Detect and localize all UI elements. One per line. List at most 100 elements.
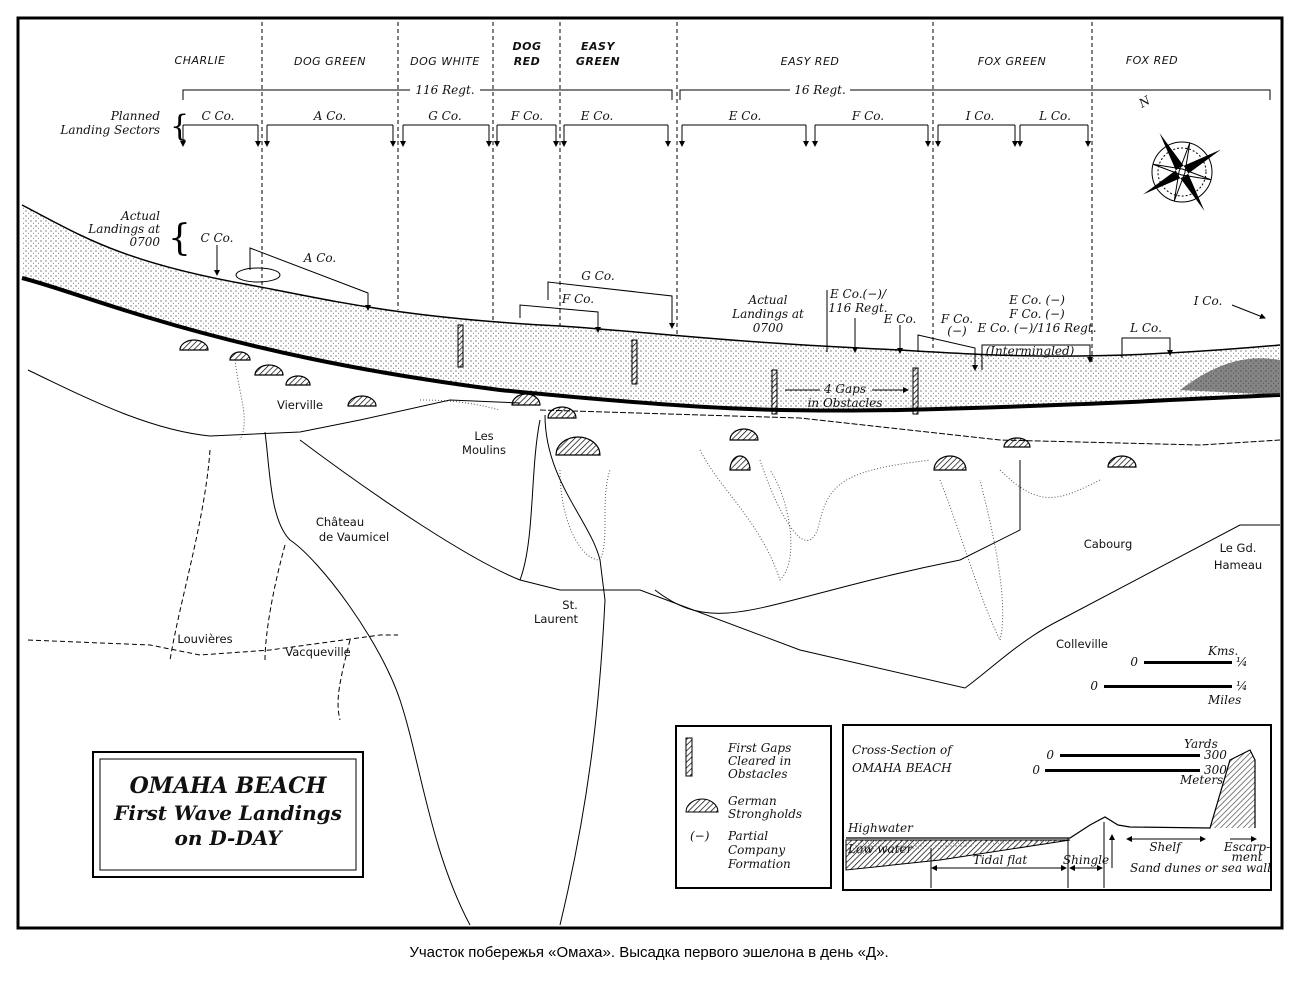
cs-lowwater: Low water bbox=[847, 842, 914, 856]
actual-mix-1: E Co. (−) bbox=[1008, 293, 1065, 307]
actual-a-co: A Co. bbox=[303, 251, 337, 265]
sector-dog-red-1: DOG bbox=[512, 40, 541, 53]
scale-miles-quarter: ¼ bbox=[1236, 679, 1248, 693]
town-les-moulins-2: Moulins bbox=[462, 443, 506, 457]
bluff-shading bbox=[1180, 358, 1280, 395]
cs-zero-meters: 0 bbox=[1032, 763, 1040, 777]
actual-e-co-116-2: 116 Regt. bbox=[828, 301, 887, 315]
legend-gaps-2: Cleared in bbox=[728, 754, 791, 768]
planned-l-co: L Co. bbox=[1038, 109, 1071, 123]
town-les-moulins-1: Les bbox=[474, 429, 493, 443]
actual-mix-3: E Co. (−)/116 Regt. bbox=[976, 321, 1096, 335]
gaps-label-1: 4 Gaps bbox=[823, 382, 866, 396]
regiment-116: 116 Regt. bbox=[415, 83, 474, 97]
cs-shingle: Shingle bbox=[1063, 853, 1109, 867]
actual-e-co-116-1: E Co.(−)/ bbox=[829, 287, 888, 301]
actual-f-co-partial-2: (−) bbox=[947, 324, 967, 338]
cs-yards: Yards bbox=[1184, 737, 1218, 751]
scale-zero: 0 bbox=[1130, 655, 1138, 669]
actual-e-co: E Co. bbox=[883, 312, 917, 326]
legend-box bbox=[675, 725, 832, 889]
cs-escarpment-2: ment bbox=[1231, 850, 1262, 864]
actual-l-co: L Co. bbox=[1129, 321, 1162, 335]
sector-dog-red-2: RED bbox=[514, 55, 541, 68]
town-vierville: Vierville bbox=[277, 398, 323, 412]
sector-fox-green: FOX GREEN bbox=[978, 55, 1047, 68]
actual-f-co-partial-1: F Co. bbox=[940, 312, 973, 326]
legend-strongholds-2: Strongholds bbox=[728, 807, 802, 821]
regiment-brackets bbox=[182, 89, 1271, 100]
cs-highwater: Highwater bbox=[847, 821, 914, 835]
actual-i-co: I Co. bbox=[1193, 294, 1223, 308]
sea-wall-line bbox=[21, 276, 1281, 413]
brace: { bbox=[170, 109, 189, 144]
scale-kms-quarter: ¼ bbox=[1236, 655, 1248, 669]
town-colleville: Colleville bbox=[1056, 637, 1108, 651]
beach-area bbox=[22, 205, 1280, 411]
cross-section-box bbox=[842, 724, 1272, 891]
town-louvieres: Louvières bbox=[177, 632, 232, 646]
title-sub: First Wave Landings bbox=[113, 801, 342, 825]
sector-easy-green-2: GREEN bbox=[576, 55, 620, 68]
actual-label2-1: Actual bbox=[748, 293, 788, 307]
sector-dividers bbox=[261, 22, 1093, 362]
legend-partial-symbol: (−) bbox=[690, 829, 710, 843]
cs-zero-yards: 0 bbox=[1046, 748, 1054, 762]
cross-section-title-1: Cross-Section of bbox=[852, 743, 954, 757]
sandbar bbox=[235, 267, 281, 283]
brace: { bbox=[168, 218, 191, 259]
town-cabourg: Cabourg bbox=[1084, 537, 1133, 551]
planned-f-co: F Co. bbox=[510, 109, 543, 123]
cs-shelf: Shelf bbox=[1149, 840, 1183, 854]
sector-charlie: CHARLIE bbox=[175, 54, 226, 67]
cs-tidal-flat: Tidal flat bbox=[973, 853, 1027, 867]
title-date: on D-DAY bbox=[174, 826, 283, 850]
title-main: OMAHA BEACH bbox=[130, 773, 328, 799]
legend-partial-3: Formation bbox=[727, 857, 791, 871]
planned-label-2: Landing Sectors bbox=[59, 123, 160, 137]
legend-partial-2: Company bbox=[728, 843, 785, 857]
legend-strongholds-1: German bbox=[728, 794, 777, 808]
cross-section-title-2: OMAHA BEACH bbox=[852, 761, 952, 775]
actual-label-1: Actual bbox=[120, 209, 160, 223]
waterline bbox=[21, 204, 1281, 357]
town-chateau-1: Château bbox=[316, 515, 364, 529]
sector-fox-red: FOX RED bbox=[1126, 54, 1178, 67]
sector-dog-green: DOG GREEN bbox=[294, 55, 366, 68]
town-chateau-2: de Vaumicel bbox=[319, 530, 389, 544]
compass-rose bbox=[1143, 133, 1221, 211]
town-hameau-2: Hameau bbox=[1214, 558, 1262, 572]
actual-c-co: C Co. bbox=[200, 231, 233, 245]
gaps-label-2: in Obstacles bbox=[808, 396, 883, 410]
scale-miles: Miles bbox=[1207, 693, 1241, 707]
scale-kms: Kms. bbox=[1207, 644, 1238, 658]
sector-easy-green-1: EASY bbox=[581, 40, 615, 53]
actual-f-co: F Co. bbox=[561, 292, 594, 306]
german-strongholds bbox=[179, 339, 1137, 471]
town-hameau-1: Le Gd. bbox=[1220, 541, 1257, 555]
planned-arrows bbox=[180, 125, 1091, 147]
town-st-laurent-1: St. bbox=[562, 598, 577, 612]
cs-max-meters: 300 bbox=[1204, 763, 1227, 777]
actual-arrows bbox=[214, 245, 1266, 371]
actual-label-3: 0700 bbox=[129, 235, 160, 249]
actual-g-co: G Co. bbox=[581, 269, 614, 283]
sector-dog-white: DOG WHITE bbox=[410, 55, 480, 68]
planned-c-co: C Co. bbox=[201, 109, 234, 123]
legend-gaps-3: Obstacles bbox=[728, 767, 787, 781]
actual-label2-2: Landings at bbox=[731, 307, 804, 321]
planned-f-co-16: F Co. bbox=[851, 109, 884, 123]
scale-zero-2: 0 bbox=[1090, 679, 1098, 693]
roads bbox=[27, 369, 1281, 926]
gap-markers bbox=[457, 324, 919, 415]
figure-caption: Участок побережья «Омаха». Высадка перво… bbox=[409, 944, 889, 961]
cs-max-yards: 300 bbox=[1204, 748, 1227, 762]
cs-meters: Meters bbox=[1179, 773, 1223, 787]
cs-escarpment-1: Escarp- bbox=[1223, 840, 1270, 854]
sector-easy-red: EASY RED bbox=[781, 55, 840, 68]
compass-north: N bbox=[1136, 93, 1153, 111]
town-st-laurent-2: Laurent bbox=[534, 612, 579, 626]
cs-dunes: Sand dunes or sea wall bbox=[1130, 861, 1271, 875]
town-vacqueville: Vacqueville bbox=[285, 645, 350, 659]
